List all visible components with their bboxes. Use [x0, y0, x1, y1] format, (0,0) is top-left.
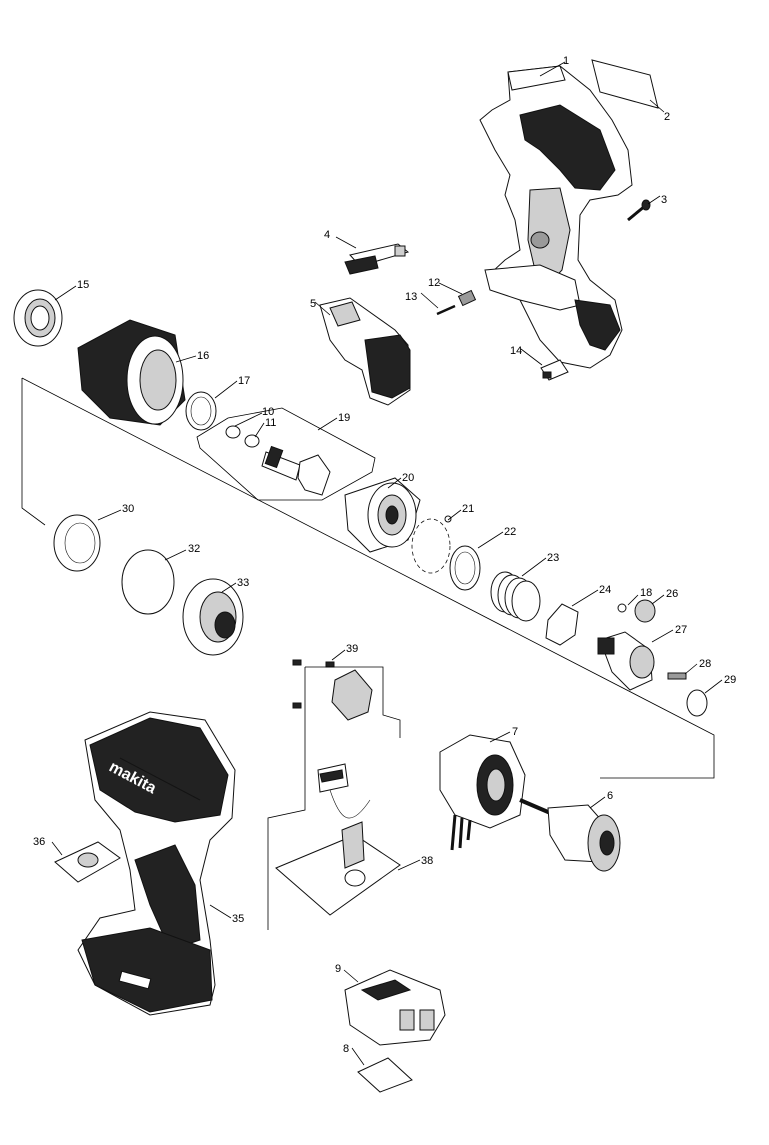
label-part-30: 30 — [122, 503, 134, 515]
part-4-forward-reverse-lever — [344, 243, 410, 275]
label-part-6: 6 — [607, 790, 613, 802]
label-part-36: 36 — [33, 836, 45, 848]
label-part-14: 14 — [510, 345, 522, 357]
label-part-18: 18 — [640, 587, 652, 599]
label-part-20: 20 — [402, 472, 414, 484]
label-part-16: 16 — [197, 350, 209, 362]
label-part-17: 17 — [238, 375, 250, 387]
label-part-23: 23 — [547, 552, 559, 564]
part-21-steel-balls — [411, 518, 451, 574]
label-part-2: 2 — [664, 111, 670, 123]
part-13-pin — [436, 304, 456, 316]
label-part-35: 35 — [232, 913, 244, 925]
part-24-washer — [545, 603, 579, 646]
part-12-sleeve — [457, 289, 477, 307]
part-23-compression-spring — [490, 571, 541, 622]
part-5-switch — [319, 297, 411, 406]
label-part-28: 28 — [699, 658, 711, 670]
label-part-38: 38 — [421, 855, 433, 867]
label-part-39: 39 — [346, 643, 358, 655]
part-27-spindle — [597, 631, 655, 691]
part-16-hammer-case — [77, 319, 186, 426]
part-30-ring — [53, 514, 101, 572]
label-part-24: 24 — [599, 584, 611, 596]
leader-lines — [51, 61, 723, 1066]
label-part-32: 32 — [188, 543, 200, 555]
part-3-screw — [627, 199, 651, 222]
label-part-15: 15 — [77, 279, 89, 291]
part-15-ring — [13, 289, 63, 347]
part-number-labels: 1 2 3 4 5 6 7 8 9 10 11 12 13 14 15 16 1… — [33, 55, 736, 1055]
part-8-label — [357, 1057, 413, 1093]
part-22-flat-washer — [449, 545, 481, 591]
part-26-gear — [634, 599, 656, 623]
part-17-washer — [185, 391, 217, 431]
label-part-9: 9 — [335, 963, 341, 975]
part-38-bracket — [305, 666, 401, 738]
part-9-terminal — [344, 969, 446, 1046]
part-7-stator — [439, 734, 526, 851]
label-part-27: 27 — [675, 624, 687, 636]
part-28-pin — [667, 672, 687, 680]
part-32-o-ring — [121, 549, 175, 615]
part-20-hammer — [344, 477, 421, 553]
part-29-washer — [686, 689, 708, 717]
label-part-29: 29 — [724, 674, 736, 686]
label-part-26: 26 — [666, 588, 678, 600]
part-19-anvil — [261, 445, 331, 496]
label-part-13: 13 — [405, 291, 417, 303]
label-part-4: 4 — [324, 229, 330, 241]
part-10-ball — [225, 425, 241, 439]
part-19-group-bracket — [196, 407, 376, 501]
label-part-33: 33 — [237, 577, 249, 589]
label-part-1: 1 — [563, 55, 569, 67]
part-36-cover — [54, 841, 121, 883]
label-part-5: 5 — [310, 298, 316, 310]
label-part-12: 12 — [428, 277, 440, 289]
part-6-rotor — [519, 798, 621, 872]
part-2-nameplate — [591, 59, 659, 109]
label-part-22: 22 — [504, 526, 516, 538]
part-11-o-ring — [244, 434, 260, 448]
part-33-bearing-box — [182, 578, 244, 656]
label-part-3: 3 — [661, 194, 667, 206]
label-part-8: 8 — [343, 1043, 349, 1055]
label-part-21: 21 — [462, 503, 474, 515]
part-1-housing — [479, 65, 633, 369]
part-18-ball — [617, 603, 627, 613]
assembly-frame — [21, 378, 46, 526]
part-35-housing-set: makita — [77, 711, 236, 1016]
label-part-19: 19 — [338, 412, 350, 424]
label-part-11: 11 — [265, 417, 276, 429]
part-14-clip — [540, 359, 569, 381]
part-38-circuit-board — [275, 669, 401, 916]
label-part-10: 10 — [262, 406, 274, 418]
label-part-7: 7 — [512, 726, 518, 738]
